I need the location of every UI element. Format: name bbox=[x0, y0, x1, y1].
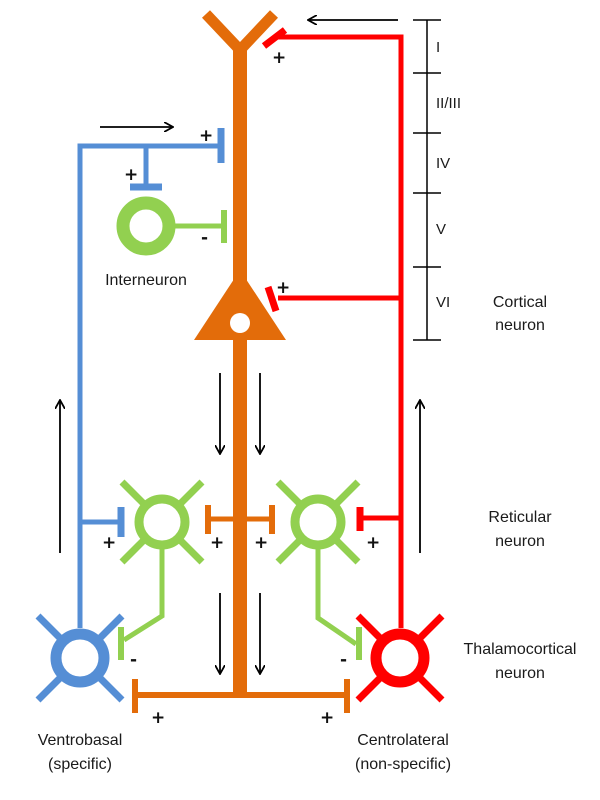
interneuron-soma bbox=[116, 196, 176, 256]
pyramidal-soma bbox=[194, 270, 286, 340]
label-centrolateral-line1: Centrolateral bbox=[357, 732, 449, 749]
dendrite bbox=[355, 675, 383, 703]
sign-excitatory: + bbox=[272, 48, 286, 68]
label-reticular-line2: neuron bbox=[495, 533, 545, 550]
direction-arrows bbox=[60, 20, 420, 673]
sign-excitatory: + bbox=[151, 708, 165, 728]
label-thalamocortical-line2: neuron bbox=[495, 665, 545, 682]
label-thalamocortical-line1: Thalamocortical bbox=[464, 641, 577, 658]
reticular-neuron-right bbox=[275, 479, 362, 660]
sign-excitatory: + bbox=[366, 533, 380, 553]
thalamocortical-neuron-ventrobasal bbox=[35, 613, 125, 703]
sign-excitatory: + bbox=[102, 533, 116, 553]
pyramidal-neuron bbox=[132, 10, 350, 713]
layer-label-v: V bbox=[436, 221, 446, 238]
synapse-terminal-apical bbox=[261, 27, 288, 49]
ventrobasal-pathway bbox=[77, 143, 219, 628]
label-ventrobasal-line1: Ventrobasal bbox=[38, 732, 123, 749]
label-cortical-line2: neuron bbox=[495, 317, 545, 334]
dendrite bbox=[355, 613, 383, 641]
sign-excitatory: + bbox=[124, 165, 138, 185]
reticular-neuron-left bbox=[118, 479, 205, 660]
tc-soma bbox=[50, 628, 110, 688]
tc-soma bbox=[370, 628, 430, 688]
thalamocortical-neuron-centrolateral bbox=[355, 613, 445, 703]
dendrite bbox=[333, 479, 361, 507]
dendrite bbox=[417, 613, 445, 641]
interneuron bbox=[116, 196, 227, 256]
ventrobasal-axon bbox=[77, 143, 219, 628]
dendrite bbox=[35, 675, 63, 703]
sign-inhibitory: - bbox=[201, 228, 208, 248]
centrolateral-axon bbox=[276, 34, 404, 628]
sign-excitatory: + bbox=[320, 708, 334, 728]
dendrite bbox=[35, 613, 63, 641]
layer-label-vi: VI bbox=[436, 294, 450, 311]
pyramidal-nucleus bbox=[230, 313, 250, 333]
dendrite bbox=[119, 479, 147, 507]
sign-inhibitory: - bbox=[340, 650, 347, 670]
label-reticular-line1: Reticular bbox=[488, 509, 552, 526]
sign-excitatory: + bbox=[199, 126, 213, 146]
dendrite bbox=[275, 479, 303, 507]
dendrite bbox=[333, 537, 361, 565]
dendrite bbox=[177, 479, 205, 507]
reticular-axon bbox=[122, 546, 165, 643]
layer-label-i: I bbox=[436, 39, 440, 56]
dendrite bbox=[177, 537, 205, 565]
dendrite bbox=[97, 675, 125, 703]
dendrite bbox=[275, 537, 303, 565]
synapse-terminal-soma bbox=[264, 285, 280, 313]
dendrite bbox=[417, 675, 445, 703]
sign-excitatory: + bbox=[210, 533, 224, 553]
layer-label-ii-iii: II/III bbox=[436, 95, 461, 112]
layer-label-iv: IV bbox=[436, 155, 450, 172]
reticular-soma bbox=[134, 494, 190, 550]
centrolateral-pathway bbox=[276, 34, 404, 628]
dendrite bbox=[97, 613, 125, 641]
cortical-layer-scale bbox=[413, 19, 441, 341]
label-centrolateral-line2: (non-specific) bbox=[355, 756, 451, 773]
sign-excitatory: + bbox=[276, 278, 290, 298]
sign-inhibitory: - bbox=[130, 650, 137, 670]
reticular-axon bbox=[315, 546, 358, 647]
reticular-soma bbox=[290, 494, 346, 550]
label-ventrobasal-line2: (specific) bbox=[48, 756, 112, 773]
label-cortical-line1: Cortical bbox=[493, 294, 547, 311]
label-interneuron: Interneuron bbox=[105, 272, 187, 289]
sign-excitatory: + bbox=[254, 533, 268, 553]
dendrite bbox=[119, 537, 147, 565]
